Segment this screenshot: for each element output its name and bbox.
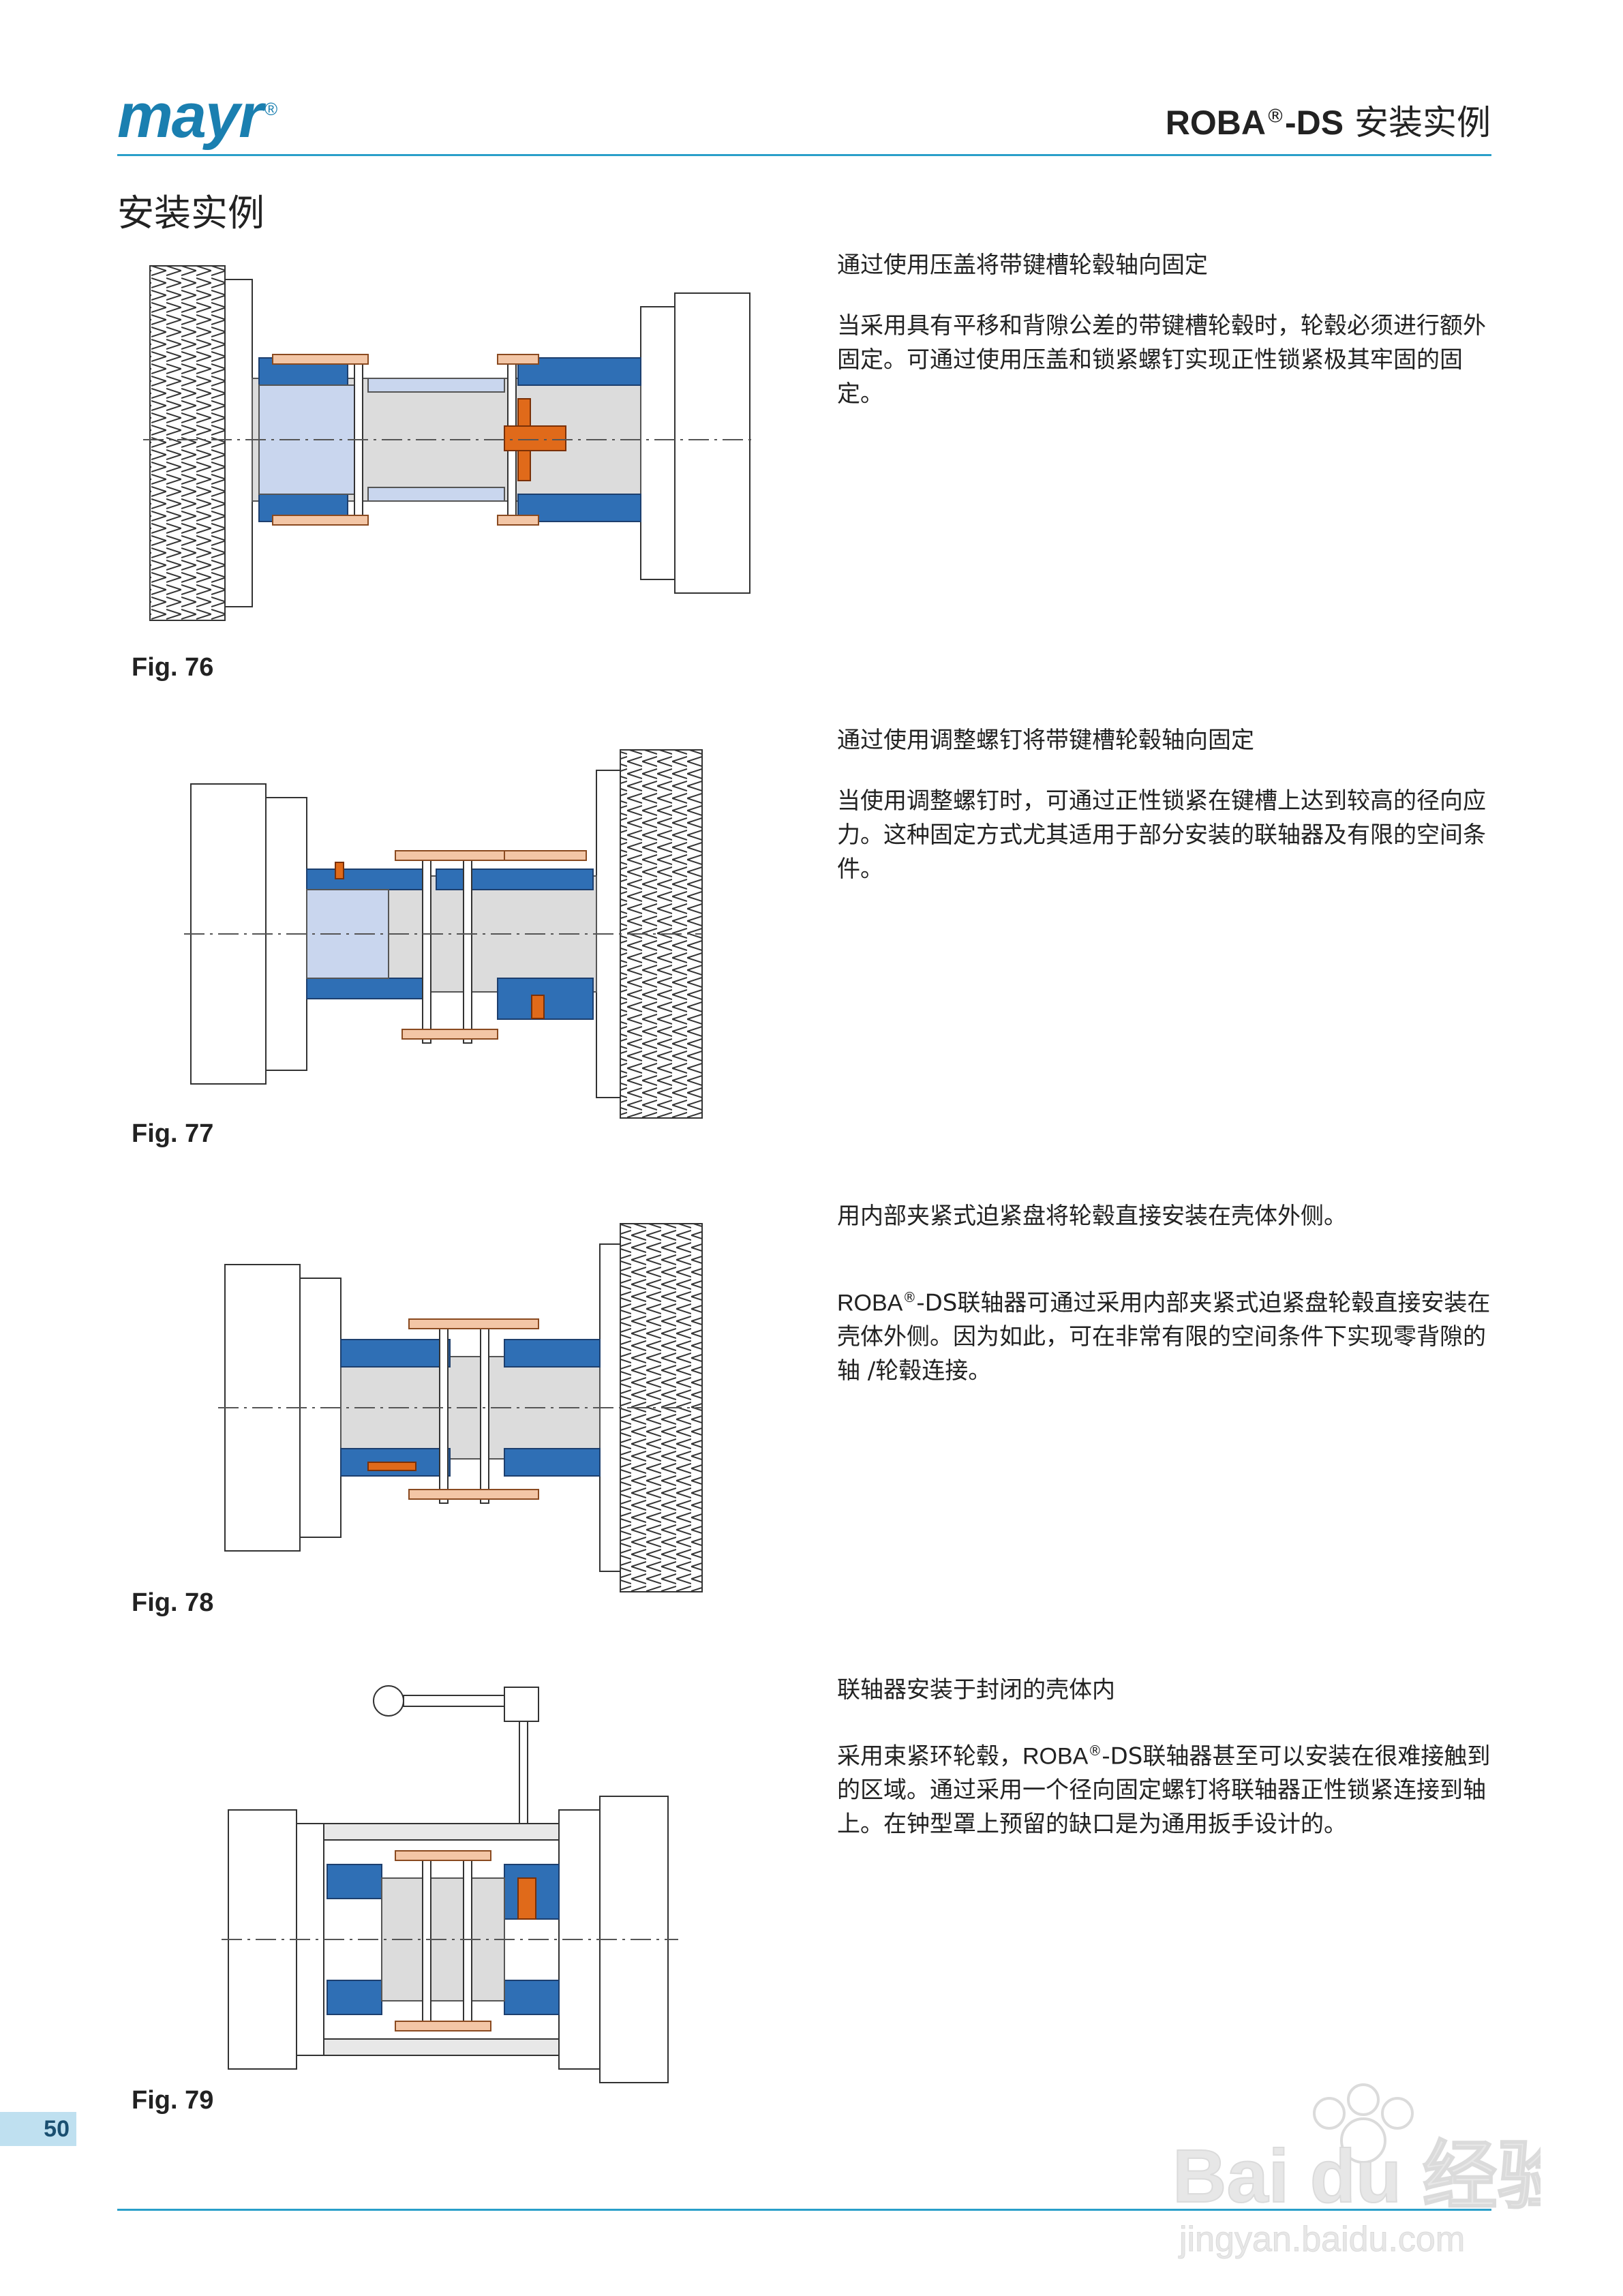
- section-title: 联轴器安装于封闭的壳体内: [837, 1676, 1115, 1704]
- logo-text: mayr: [117, 81, 263, 151]
- page-number: 50: [0, 2112, 76, 2146]
- watermark-brand: Bai du 经验: [1172, 2134, 1541, 2218]
- body-text: -DS联轴器可通过采用内部夹紧式迫紧盘轮毂直接安装在壳体外侧。因为如此，可在非常…: [837, 1289, 1491, 1385]
- figure-77-drawing: [184, 749, 703, 1119]
- body-text: -DS联轴器甚至可以安装在很难接触到的区域。通过采用一个径向固定螺钉将联轴器正性…: [837, 1742, 1491, 1839]
- body-prefix: 采用束紧环轮毂，: [837, 1742, 1022, 1770]
- figure-79-drawing: [222, 1685, 678, 2083]
- figure-78-drawing: [218, 1223, 703, 1592]
- footer-rule: [117, 2209, 1491, 2211]
- section-title: 用内部夹紧式迫紧盘将轮毂直接安装在壳体外侧。: [837, 1203, 1347, 1230]
- registered-mark: ®: [1088, 1742, 1102, 1759]
- figure-78-label: Fig. 78: [132, 1588, 214, 1617]
- brand-text: ROBA: [1022, 1743, 1089, 1770]
- header-title: ROBA®-DS 安装实例: [1166, 95, 1491, 145]
- section-fig-76: 通过使用压盖将带键槽轮毂轴向固定 当采用具有平移和背隙公差的带键槽轮毂时，轮毂必…: [837, 249, 1505, 411]
- figure-76-label: Fig. 76: [132, 653, 214, 682]
- figure-76-drawing: [143, 265, 757, 621]
- registered-mark: ®: [902, 1289, 917, 1305]
- header-brand-suffix: -DS: [1284, 104, 1344, 142]
- watermark-url: jingyan.baidu.com: [1178, 2220, 1465, 2259]
- mayr-logo: mayr®: [117, 80, 277, 152]
- section-title: 通过使用调整螺钉将带键槽轮毂轴向固定: [837, 727, 1254, 754]
- baidu-jingyan-watermark: Bai du 经验 jingyan.baidu.com: [1172, 2083, 1541, 2260]
- header-rule: [117, 154, 1491, 156]
- section-body: 当采用具有平移和背隙公差的带键槽轮毂时，轮毂必须进行额外固定。可通过使用压盖和锁…: [837, 312, 1486, 408]
- figure-77-label: Fig. 77: [132, 1119, 214, 1148]
- section-title: 通过使用压盖将带键槽轮毂轴向固定: [837, 252, 1208, 279]
- section-fig-77: 通过使用调整螺钉将带键槽轮毂轴向固定 当使用调整螺钉时，可通过正性锁紧在键槽上达…: [837, 724, 1505, 886]
- section-fig-79: 联轴器安装于封闭的壳体内 采用束紧环轮毂，ROBA®-DS联轴器甚至可以安装在很…: [837, 1674, 1505, 1841]
- page-heading: 安装实例: [117, 192, 264, 235]
- header-registered-mark: ®: [1265, 104, 1285, 127]
- figure-79-label: Fig. 79: [132, 2086, 214, 2115]
- section-fig-78: 用内部夹紧式迫紧盘将轮毂直接安装在壳体外侧。 ROBA®-DS联轴器可通过采用内…: [837, 1200, 1505, 1388]
- brand-text: ROBA: [837, 1290, 903, 1316]
- section-body: 当使用调整螺钉时，可通过正性锁紧在键槽上达到较高的径向应力。这种固定方式尤其适用…: [837, 787, 1486, 883]
- header-title-text: 安装实例: [1344, 103, 1491, 142]
- logo-registered-mark: ®: [264, 99, 277, 120]
- section-body: 采用束紧环轮毂，ROBA®-DS联轴器甚至可以安装在很难接触到的区域。通过采用一…: [837, 1734, 1505, 1841]
- header-brand: ROBA: [1165, 104, 1266, 142]
- section-body: ROBA®-DS联轴器可通过采用内部夹紧式迫紧盘轮毂直接安装在壳体外侧。因为如此…: [837, 1280, 1505, 1388]
